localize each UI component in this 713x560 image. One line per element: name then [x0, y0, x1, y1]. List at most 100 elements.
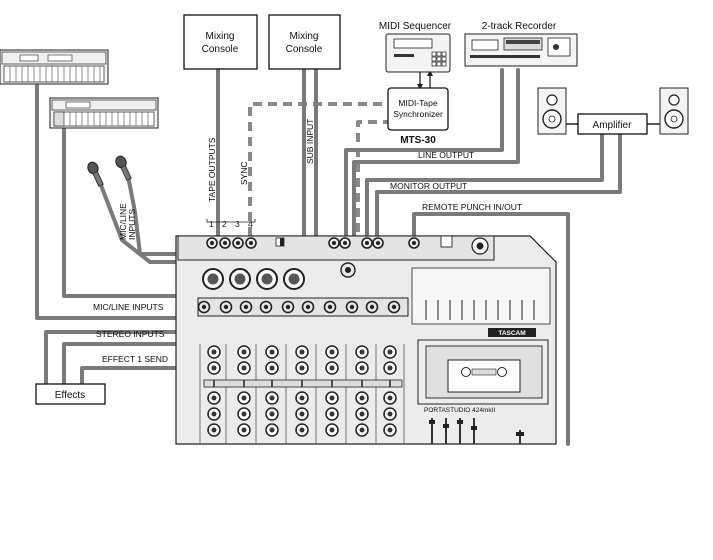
microphone-1 [87, 161, 104, 187]
tape-out-1: 1 [209, 219, 214, 229]
tape-out-4: 4 [248, 219, 253, 229]
amplifier-label: Amplifier [593, 120, 633, 131]
line-input-jacks [197, 300, 401, 314]
speaker-left [537, 87, 567, 135]
tape-output-numbers: 1 2 3 4 [209, 219, 253, 229]
cable-remote-punch [412, 212, 570, 446]
channel-knob-center [329, 349, 335, 355]
channel-knob-center [241, 427, 247, 433]
model-label: PORTASTUDIO 424mkII [424, 407, 495, 414]
cable-line-output-r [352, 68, 520, 242]
channel-knob-center [329, 427, 335, 433]
channel-knob-center [241, 349, 247, 355]
channel-knob-center [269, 395, 275, 401]
channel-knob-center [299, 349, 305, 355]
channel-knob-center [299, 395, 305, 401]
channel-knob-center [359, 427, 365, 433]
channel-knob-center [211, 427, 217, 433]
mic-line-vertical-line2: INPUTS [127, 209, 137, 241]
channel-knob-center [387, 395, 393, 401]
midi-sequencer: MIDI Sequencer [379, 21, 452, 73]
channel-knob-center [211, 411, 217, 417]
cable-sync-return [356, 120, 392, 268]
mic-line-vertical-line1: MIC/LINE [118, 203, 128, 240]
cassette-deck: PORTASTUDIO 424mkII [417, 339, 549, 444]
two-track-recorder: 2-track Recorder [464, 21, 578, 67]
channel-knob-center [211, 395, 217, 401]
monitor-output-label: MONITOR OUTPUT [390, 181, 467, 191]
channel-knob-center [359, 365, 365, 371]
channel-knob-center [241, 395, 247, 401]
channel-knob-center [241, 365, 247, 371]
channel-knob-center [299, 365, 305, 371]
tape-out-2: 2 [222, 219, 227, 229]
rear-jacks [328, 235, 489, 278]
channel-knob-center [387, 365, 393, 371]
channel-knob-center [329, 365, 335, 371]
effects-unit: Effects [35, 383, 106, 405]
sync-label: SYNC [239, 161, 249, 185]
channel-knob-center [387, 411, 393, 417]
mic-line-inputs-label: MIC/LINE INPUTS [93, 302, 164, 312]
mts-30-label: MTS-30 [400, 135, 436, 146]
cable-line-output-l [344, 68, 504, 242]
channel-knob-center [211, 365, 217, 371]
mixing-console-2-line1: Mixing [290, 31, 319, 42]
connection-labels: TAPE OUTPUTS SYNC SUB INPUT MIC/LINEINPU… [93, 119, 522, 364]
cable-monitor-output-r [375, 132, 622, 242]
keyboard-1 [0, 49, 109, 85]
mixing-console-1-line1: Mixing [206, 31, 235, 42]
remote-punch-label: REMOTE PUNCH IN/OUT [422, 202, 522, 212]
tape-out-3: 3 [235, 219, 240, 229]
cable-monitor-output-l [365, 132, 604, 242]
midi-arrow-down [417, 84, 423, 90]
sync-line1: MIDI-Tape [398, 98, 437, 108]
midi-sequencer-label: MIDI Sequencer [379, 21, 452, 32]
channel-knob-center [241, 411, 247, 417]
channel-knob-center [269, 349, 275, 355]
microphone-2 [115, 155, 132, 181]
svg-text:MIC/LINEINPUTS: MIC/LINEINPUTS [118, 203, 137, 240]
tape-output-jacks [206, 237, 285, 249]
channel-strips [199, 344, 405, 444]
amplifier: Amplifier [577, 113, 648, 135]
channel-knob-center [359, 349, 365, 355]
line-output-label: LINE OUTPUT [418, 150, 474, 160]
channel-knob-center [211, 349, 217, 355]
channel-knob-center [299, 427, 305, 433]
midi-arrow-up [427, 70, 433, 76]
speaker-right [659, 87, 689, 135]
channel-knob-center [269, 365, 275, 371]
meter-section: TASCAM [411, 267, 551, 337]
channel-knob-center [387, 427, 393, 433]
stereo-inputs-label: STEREO INPUTS [96, 329, 165, 339]
channel-knob-center [269, 427, 275, 433]
keyboard-2 [49, 97, 159, 129]
mixing-console-1-line2: Console [202, 44, 239, 55]
portastudio: TASCAM PORTASTUDIO 424mkII [175, 235, 557, 445]
channel-knob-center [359, 411, 365, 417]
mixing-console-2-line2: Console [286, 44, 323, 55]
channel-knob-center [329, 395, 335, 401]
sub-input-label: SUB INPUT [305, 119, 315, 164]
tape-outputs-label: TAPE OUTPUTS [207, 137, 217, 202]
two-track-recorder-label: 2-track Recorder [482, 21, 557, 32]
channel-knob-center [387, 349, 393, 355]
channel-knob-center [329, 411, 335, 417]
effect-1-send-label: EFFECT 1 SEND [102, 354, 168, 364]
channel-knob-center [299, 411, 305, 417]
sync-line2: Synchronizer [393, 109, 443, 119]
brand-label: TASCAM [498, 330, 525, 337]
cable-sub-input-2 [314, 68, 346, 260]
effects-label: Effects [55, 390, 85, 401]
cable-sync [248, 102, 392, 236]
xlr-inputs [202, 268, 305, 290]
channel-knob-center [269, 411, 275, 417]
